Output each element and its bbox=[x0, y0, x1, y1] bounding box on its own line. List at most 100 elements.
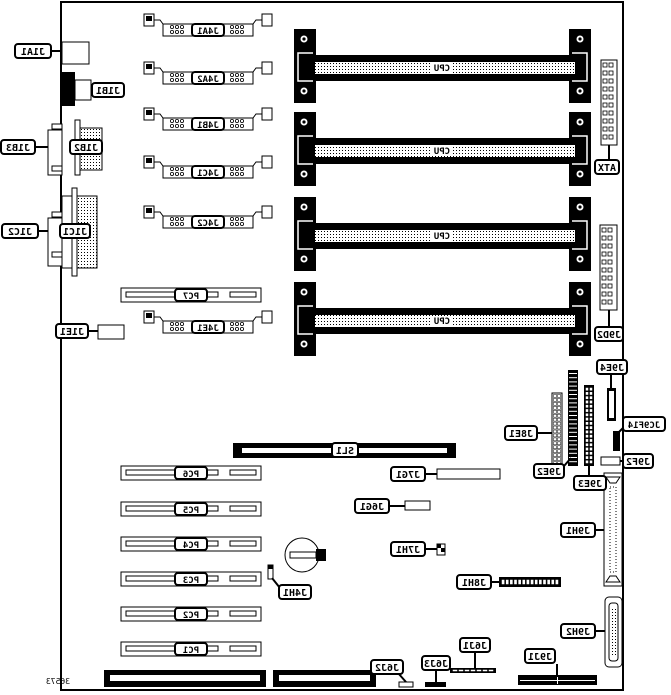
label-text: J7G1 bbox=[396, 470, 420, 481]
label-text: J4C1 bbox=[197, 169, 219, 179]
label-pc2: PC2 bbox=[174, 607, 208, 621]
label-cpu4: CPU bbox=[434, 317, 450, 327]
label-text: J1C1 bbox=[63, 227, 87, 238]
label-j4h1: J4H1 bbox=[278, 584, 312, 600]
label-text: J9E3 bbox=[578, 479, 602, 490]
label-text: J8H1 bbox=[462, 578, 486, 589]
connector-j1e1 bbox=[97, 324, 125, 340]
label-j1c1: J1C1 bbox=[59, 223, 91, 239]
label-cpu2: CPU bbox=[434, 147, 450, 157]
figure-number: 36573 bbox=[46, 677, 70, 686]
header-j6j3 bbox=[425, 682, 446, 687]
label-text: J6J1 bbox=[463, 641, 487, 652]
slot-cpu4: CPU bbox=[294, 282, 591, 356]
header-jc9f14 bbox=[613, 431, 620, 451]
slot-bottom-middle bbox=[273, 670, 376, 687]
label-j4e1: J4E1 bbox=[191, 320, 225, 334]
label-j7g1: J7G1 bbox=[390, 466, 426, 482]
connector-j9h2 bbox=[604, 596, 623, 668]
label-pc6: PC6 bbox=[174, 466, 208, 480]
header-j9e4 bbox=[607, 388, 616, 421]
label-text: PC3 bbox=[183, 576, 199, 586]
label-atx: ATX bbox=[594, 159, 620, 175]
header-j6j1 bbox=[450, 668, 496, 673]
label-j7h1: J7H1 bbox=[390, 541, 426, 557]
label-j9h2: J9H2 bbox=[560, 623, 596, 639]
jumper-j4h1 bbox=[267, 564, 274, 580]
slot-cpu3: CPU bbox=[294, 197, 591, 271]
label-j9f2: J9F2 bbox=[622, 453, 654, 469]
label-text: J8E1 bbox=[509, 429, 533, 440]
board-outline bbox=[60, 1, 624, 691]
slot-bottom-left bbox=[104, 670, 266, 687]
slot-pc7: PC7 bbox=[120, 287, 262, 303]
label-text: J9F2 bbox=[626, 457, 650, 468]
label-text: J9E2 bbox=[537, 467, 561, 478]
label-text: SL1 bbox=[336, 446, 354, 457]
label-jc9f14: JC9F14 bbox=[622, 416, 666, 432]
label-j4a1: J4A1 bbox=[191, 23, 225, 37]
label-j4b1: J4B1 bbox=[191, 117, 225, 131]
label-sl1: SL1 bbox=[331, 442, 359, 458]
label-text: J6J3 bbox=[424, 659, 448, 670]
label-text: J9D2 bbox=[597, 330, 621, 341]
connector-atx bbox=[600, 59, 618, 162]
label-text: J6G1 bbox=[360, 502, 384, 513]
slot-pc5: PC5 bbox=[120, 501, 262, 517]
socket-j4b1: J4B1 bbox=[143, 107, 273, 131]
label-cpu3: CPU bbox=[434, 232, 450, 242]
label-j9e3: J9E3 bbox=[573, 475, 607, 491]
label-text: J1B1 bbox=[96, 86, 120, 97]
socket-j4a1: J4A1 bbox=[143, 13, 273, 37]
jumper-j7h1 bbox=[436, 543, 446, 556]
connector-j1b1 bbox=[62, 72, 92, 106]
connector-j9h1 bbox=[603, 472, 623, 587]
label-text: J9J1 bbox=[528, 652, 552, 663]
connector-j6j2 bbox=[398, 681, 414, 688]
label-j4a2: J4A2 bbox=[191, 71, 225, 85]
callout-pointer bbox=[616, 427, 624, 435]
socket-j4e1: J4E1 bbox=[143, 310, 273, 334]
label-text: J9H1 bbox=[566, 526, 590, 537]
label-text: ATX bbox=[598, 163, 616, 174]
slot-pc3: PC3 bbox=[120, 571, 262, 587]
label-j1b1: J1B1 bbox=[91, 82, 125, 98]
label-text: PC4 bbox=[182, 541, 199, 551]
label-pc7: PC7 bbox=[174, 288, 208, 302]
connector-j9j1 bbox=[518, 675, 597, 685]
label-text: J1E1 bbox=[60, 327, 84, 338]
label-text: J9E4 bbox=[600, 363, 624, 374]
connector-j9d2 bbox=[599, 224, 618, 328]
socket-j4c2: J4C2 bbox=[143, 205, 273, 229]
label-text: J4H1 bbox=[283, 588, 307, 599]
label-text: PC1 bbox=[183, 646, 199, 656]
label-j8h1: J8H1 bbox=[456, 574, 492, 590]
label-text: PC6 bbox=[183, 470, 199, 480]
label-cpu1: CPU bbox=[434, 64, 450, 74]
label-j1a1: J1A1 bbox=[14, 43, 52, 59]
slot-pc4: PC4 bbox=[120, 536, 262, 552]
header-j9f2 bbox=[600, 456, 621, 466]
label-text: J1A1 bbox=[21, 47, 45, 58]
label-pc3: PC3 bbox=[174, 572, 208, 586]
label-text: J4A2 bbox=[197, 75, 219, 85]
header-j9e2 bbox=[568, 370, 578, 466]
label-text: J1B2 bbox=[74, 143, 98, 154]
header-j9e3 bbox=[584, 385, 594, 466]
label-j6j1: J6J1 bbox=[459, 637, 491, 653]
label-j6g1: J6G1 bbox=[354, 498, 390, 514]
label-j4c1: J4C1 bbox=[191, 165, 225, 179]
battery bbox=[284, 537, 326, 573]
label-j6j3: J6J3 bbox=[421, 655, 451, 671]
label-text: JC9F14 bbox=[627, 421, 660, 431]
label-j4c2: J4C2 bbox=[191, 215, 225, 229]
socket-j4c1: J4C1 bbox=[143, 155, 273, 179]
label-text: J1C2 bbox=[8, 227, 32, 238]
label-j8e1: J8E1 bbox=[504, 425, 538, 441]
label-text: J4E1 bbox=[197, 324, 219, 334]
label-j9j1: J9J1 bbox=[524, 648, 556, 664]
label-text: J7H1 bbox=[396, 545, 420, 556]
label-j6j2: J6J2 bbox=[370, 659, 404, 675]
label-j1c2: J1C2 bbox=[1, 223, 39, 239]
